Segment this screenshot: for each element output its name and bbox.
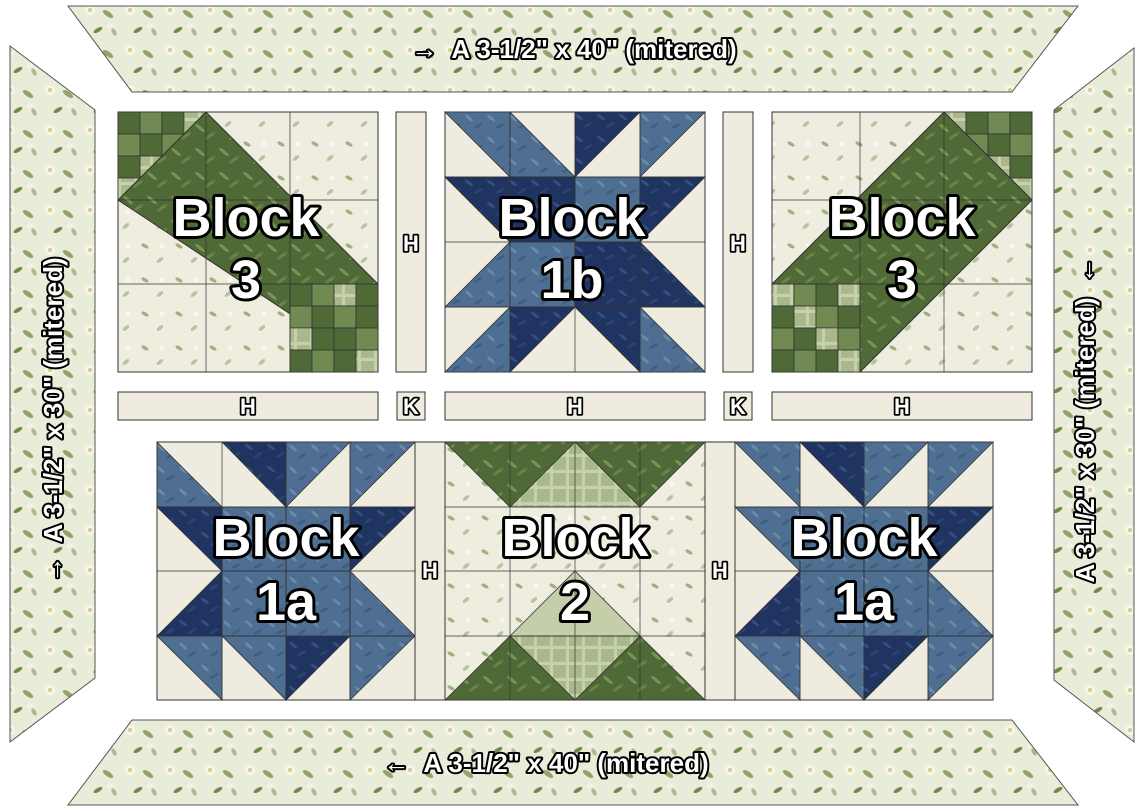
block-label: Block [790,508,938,568]
block-label: Block [212,508,360,568]
border-left-label: →A 3-1/2" x 30" (mitered) [38,257,68,582]
svg-text:K: K [730,394,746,419]
svg-text:H: H [403,231,419,256]
border-left: →A 3-1/2" x 30" (mitered) [10,46,95,742]
svg-text:H: H [240,394,256,419]
border-top: →A 3-1/2" x 40" (mitered) [68,6,1078,92]
block-number: 3 [887,250,917,310]
svg-text:H: H [422,558,438,583]
svg-text:H: H [712,558,728,583]
block-3-left: Block 3 [118,112,378,372]
border-right: A 3-1/2" x 30" (mitered)← [1054,48,1134,742]
block-number: 2 [560,572,590,632]
border-right-label: A 3-1/2" x 30" (mitered)← [1070,257,1100,582]
block-number: 3 [231,250,261,310]
svg-text:K: K [403,394,419,419]
block-number: 1a [256,572,317,632]
block-1a-right: Block 1a [735,442,993,700]
border-top-label: →A 3-1/2" x 40" (mitered) [411,34,736,64]
block-number: 1a [834,572,895,632]
sashing-h-row: H K H K H [118,392,1032,420]
sashing-h-top-2: H [723,112,753,372]
sashing-h-bottom-2: H [705,442,735,700]
sashing-h-top-1: H [396,112,426,372]
block-label: Block [828,188,976,248]
block-label: Block [501,508,649,568]
block-label: Block [172,188,320,248]
block-3-right: Block 3 [772,112,1032,372]
block-number: 1b [540,250,603,310]
svg-text:H: H [894,394,910,419]
sashing-h-bottom-1: H [415,442,445,700]
block-1b: Block 1b [445,112,705,372]
svg-text:H: H [730,231,746,256]
block-2: Block 2 [445,442,705,700]
border-bottom-label: ←A 3-1/2" x 40" (mitered) [383,748,708,778]
block-label: Block [498,188,646,248]
block-1a-left: Block 1a [157,442,415,700]
border-bottom: ←A 3-1/2" x 40" (mitered) [68,720,1078,805]
svg-text:H: H [567,394,583,419]
